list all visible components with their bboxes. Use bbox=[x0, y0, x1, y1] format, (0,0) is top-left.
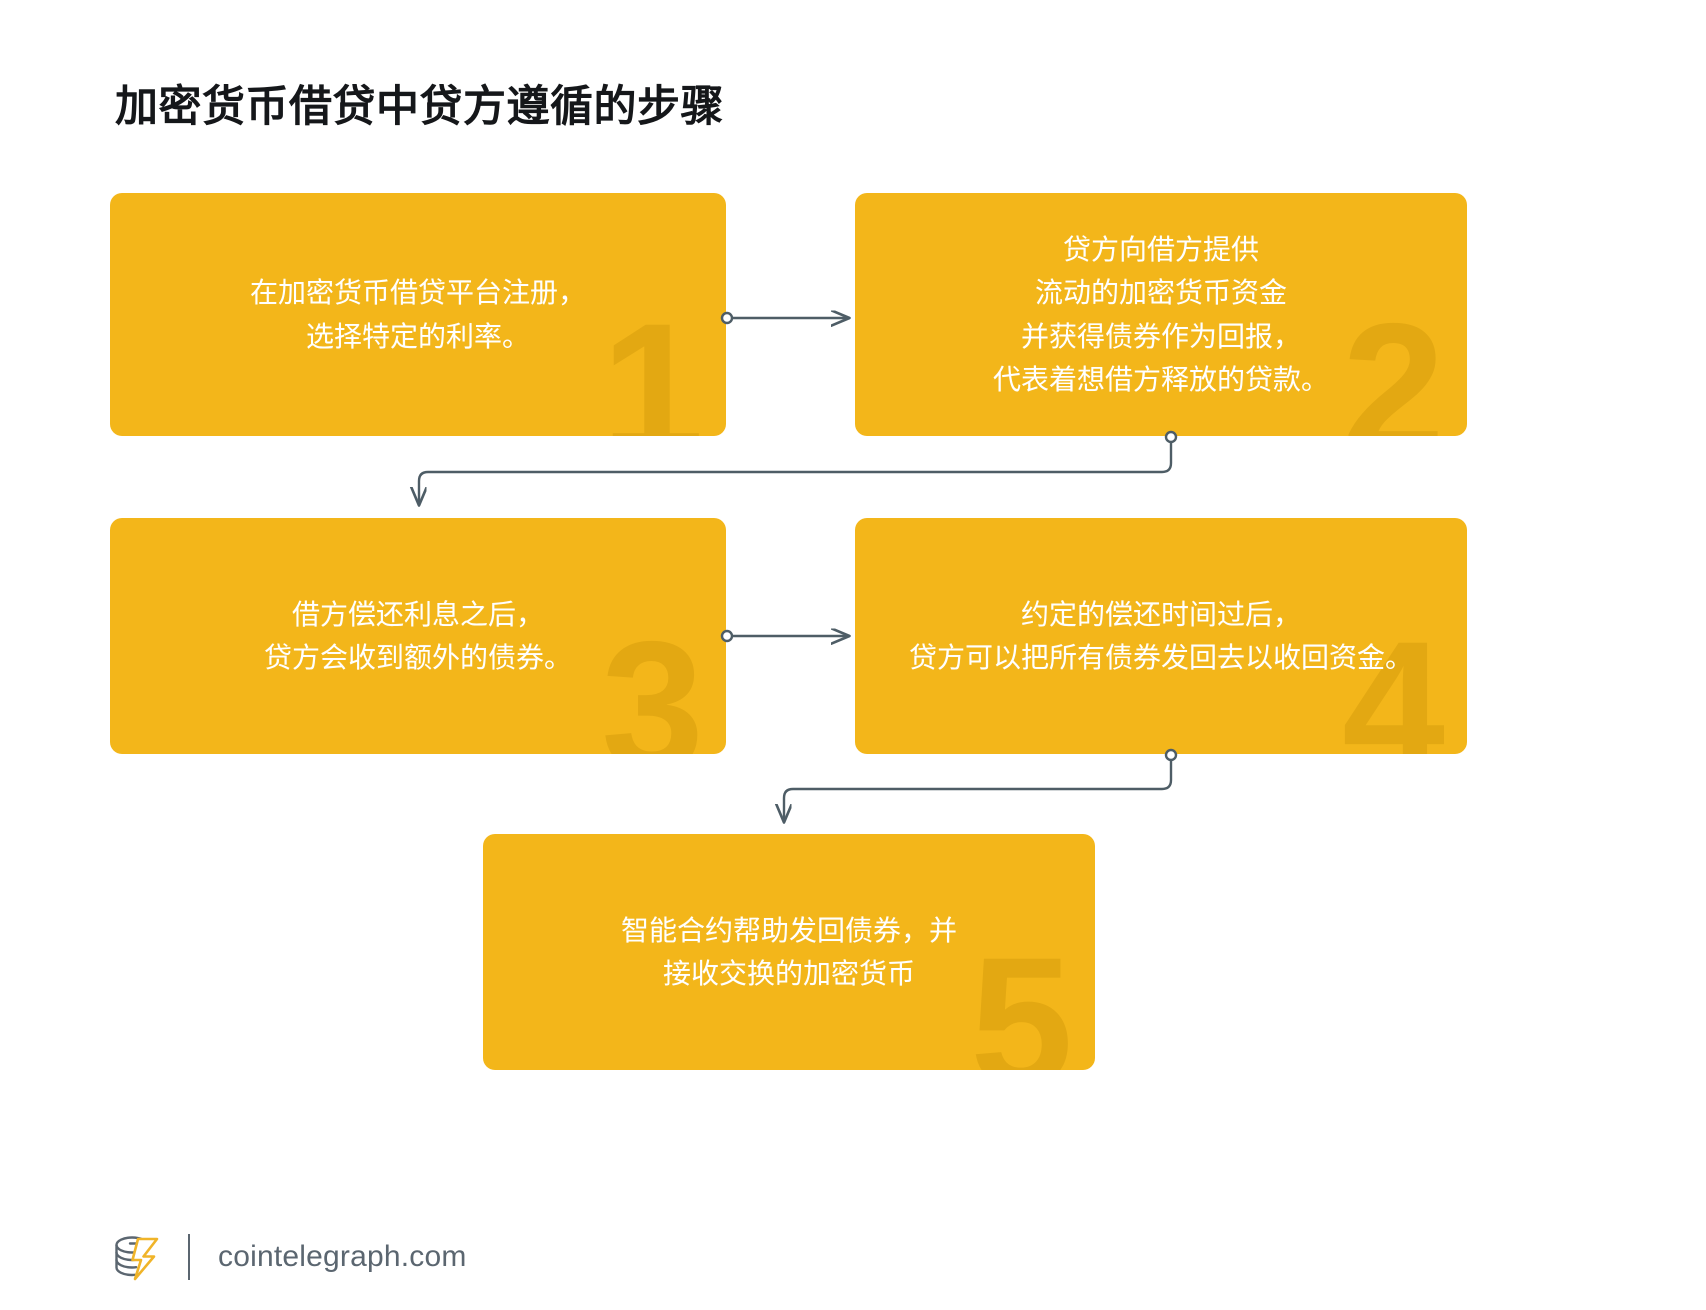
coin-stack-lightning-icon bbox=[108, 1231, 164, 1283]
connector-step4-to-step5 bbox=[784, 748, 1178, 822]
step-text-5: 智能合约帮助发回债券，并 接收交换的加密货币 bbox=[620, 914, 957, 989]
connector-step3-to-step4 bbox=[720, 631, 849, 641]
step-number-watermark-2: 2 bbox=[1342, 286, 1445, 437]
page-title: 加密货币借贷中贷方遵循的步骤 bbox=[115, 83, 724, 131]
footer-site-label: cointelegraph.com bbox=[218, 1240, 467, 1273]
footer: cointelegraph.com bbox=[108, 1228, 467, 1286]
step-number-watermark-1: 1 bbox=[601, 286, 704, 437]
step-text-1: 在加密货币借贷平台注册， 选择特定的利率。 bbox=[249, 277, 586, 352]
step-box-2[interactable]: 2 贷方向借方提供 流动的加密货币资金 并获得债券作为回报， 代表着想借方释放的… bbox=[855, 193, 1467, 436]
connector-step1-to-step2 bbox=[720, 313, 849, 323]
step-number-watermark-5: 5 bbox=[970, 920, 1073, 1071]
step-box-4[interactable]: 4 约定的偿还时间过后， 贷方可以把所有债券发回去以收回资金。 bbox=[855, 518, 1467, 754]
step-text-4: 约定的偿还时间过后， 贷方可以把所有债券发回去以收回资金。 bbox=[908, 598, 1413, 673]
step-number-watermark-3: 3 bbox=[601, 604, 704, 755]
footer-divider bbox=[188, 1234, 190, 1280]
step-box-3[interactable]: 3 借方偿还利息之后， 贷方会收到额外的债券。 bbox=[110, 518, 726, 754]
step-text-3: 借方偿还利息之后， 贷方会收到额外的债券。 bbox=[263, 598, 572, 673]
step-box-5[interactable]: 5 智能合约帮助发回债券，并 接收交换的加密货币 bbox=[483, 834, 1095, 1070]
connector-step2-to-step3 bbox=[419, 430, 1178, 505]
step-box-1[interactable]: 1 在加密货币借贷平台注册， 选择特定的利率。 bbox=[110, 193, 726, 436]
step-text-2: 贷方向借方提供 流动的加密货币资金 并获得债券作为回报， 代表着想借方释放的贷款… bbox=[992, 233, 1329, 395]
